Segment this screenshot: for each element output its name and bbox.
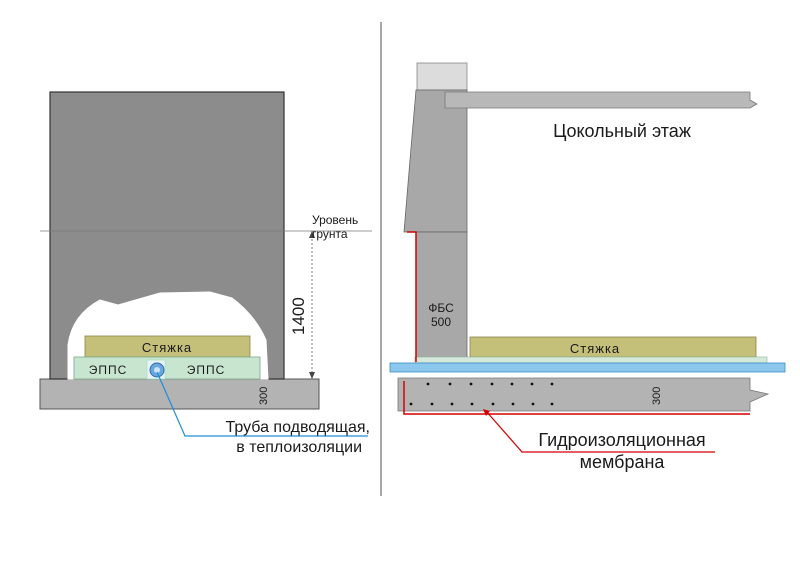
left-insulation-layer <box>73 356 261 380</box>
left-insulation-label-1: ЭППС <box>89 363 128 377</box>
pipe-callout-label-1: Труба подводящая, <box>226 419 371 436</box>
membrane-callout-label-1: Гидроизоляционная <box>538 430 705 450</box>
ground-level-label-2: грунта <box>312 227 348 241</box>
arrow-down-icon <box>309 372 315 379</box>
right-screed-label: Стяжка <box>570 341 620 356</box>
waterproofing-layer <box>389 362 786 373</box>
pipe-core <box>154 367 160 373</box>
upper-wall <box>403 89 468 233</box>
left-section: Уровень грунта 1400 300 Стяжка ЭППС ЭППС… <box>39 91 372 456</box>
right-slab-dimension-label: 300 <box>651 387 663 405</box>
depth-dimension-label: 1400 <box>289 297 308 335</box>
left-foundation-slab <box>39 378 320 410</box>
arrow-up-icon <box>309 231 315 238</box>
fbs-label-2: 500 <box>431 315 451 329</box>
ground-level-label-1: Уровень <box>312 213 358 227</box>
membrane-callout-line <box>485 410 715 453</box>
left-screed-label: Стяжка <box>142 340 192 355</box>
membrane-callout-label-2: мембрана <box>580 452 666 472</box>
pipe-callout-line <box>156 371 368 437</box>
fbs-block <box>415 231 468 363</box>
pipe-callout-label-2: в теплоизоляции <box>236 439 362 456</box>
right-section: Цокольный этаж ФБС 500 Стяжка 300 Гидрои… <box>389 62 786 472</box>
rebar-dots <box>409 382 554 406</box>
membrane-arrow-icon <box>483 409 490 416</box>
top-floor-slab <box>444 91 758 109</box>
membrane-line <box>403 231 750 415</box>
wall-cap-brick <box>416 62 468 91</box>
left-slab-dimension-label: 300 <box>258 387 270 405</box>
floor-label: Цокольный этаж <box>553 121 691 141</box>
left-insulation-label-2: ЭППС <box>187 363 226 377</box>
right-insulation-layer <box>414 356 768 364</box>
right-foundation-slab <box>397 377 770 412</box>
fbs-label-1: ФБС <box>428 301 454 315</box>
